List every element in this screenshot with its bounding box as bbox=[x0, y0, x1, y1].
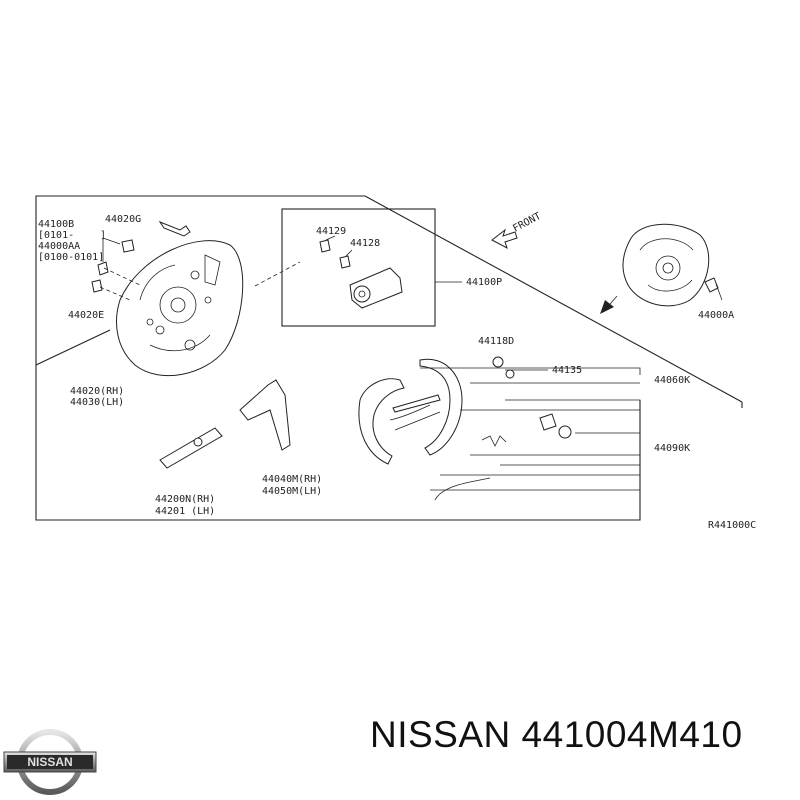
label-44100P: 44100P bbox=[466, 277, 502, 288]
logo-text: NISSAN bbox=[27, 755, 72, 769]
backing-plate bbox=[116, 240, 244, 377]
part-caption: NISSAN 441004M410 bbox=[370, 714, 743, 755]
bolt-parts bbox=[91, 220, 191, 301]
label-0100: [0100-0101] bbox=[38, 252, 104, 263]
label-44135: 44135 bbox=[552, 365, 582, 376]
label-44040M: 44040M(RH) bbox=[262, 474, 322, 485]
brake-drum bbox=[600, 223, 723, 314]
wheel-cylinder-inset bbox=[254, 208, 462, 327]
label-44020RH: 44020(RH) bbox=[70, 386, 124, 397]
label-44050M: 44050M(LH) bbox=[262, 486, 322, 497]
label-44020G: 44020G bbox=[105, 214, 141, 225]
diagram-frame bbox=[35, 195, 743, 521]
label-44000AA: 44000AA bbox=[38, 241, 80, 252]
front-arrow bbox=[491, 228, 518, 250]
wheel-cylinder bbox=[319, 235, 403, 309]
label-44000A: 44000A bbox=[698, 310, 734, 321]
label-44200N: 44200N(RH) bbox=[155, 494, 215, 505]
leader-lines bbox=[420, 367, 641, 491]
label-0101a-end: ] bbox=[100, 230, 106, 241]
label-ref: R441000C bbox=[708, 520, 756, 531]
label-0101a: [0101- bbox=[38, 230, 74, 241]
label-44129: 44129 bbox=[316, 226, 346, 237]
label-44118D: 44118D bbox=[478, 336, 514, 347]
part-labels: 44100B [0101- ] 44000AA [0100-0101] 4402… bbox=[38, 211, 756, 531]
label-front: FRONT bbox=[511, 211, 543, 235]
label-44201: 44201 (LH) bbox=[155, 506, 215, 517]
adjuster-lever bbox=[159, 379, 291, 469]
label-44100B: 44100B bbox=[38, 219, 74, 230]
label-44020E: 44020E bbox=[68, 310, 104, 321]
brake-shoes bbox=[358, 356, 572, 501]
label-44030LH: 44030(LH) bbox=[70, 397, 124, 408]
label-44060K: 44060K bbox=[654, 375, 690, 386]
nissan-logo: NISSAN bbox=[3, 729, 97, 795]
label-44090K: 44090K bbox=[654, 443, 690, 454]
label-44128: 44128 bbox=[350, 238, 380, 249]
